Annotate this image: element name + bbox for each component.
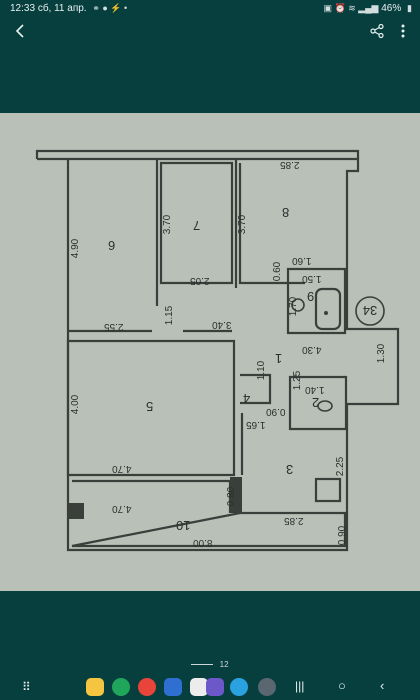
back-button[interactable]	[6, 16, 36, 46]
app-icon-settings[interactable]	[258, 678, 276, 696]
app-icon-messages[interactable]	[164, 678, 182, 696]
room-1-label: 1	[275, 351, 283, 366]
dim-2-25: 2.25	[335, 456, 347, 477]
dim-3-40: 3.40	[212, 319, 232, 330]
dim-2-05: 2.05	[190, 275, 210, 286]
battery-icon: ▮	[407, 3, 412, 13]
more-vertical-icon	[401, 24, 405, 38]
room-7-label: 7	[193, 218, 201, 233]
status-date: сб, 11 апр.	[37, 3, 87, 14]
app-icon-contacts[interactable]	[138, 678, 156, 696]
dim-1-60: 1.60	[292, 255, 312, 266]
system-icons: ▣ ⏰ ≋ ▂▄▆	[323, 3, 379, 13]
dim-1-40: 1.40	[305, 384, 325, 395]
unit-number: 34	[363, 303, 377, 318]
app-drawer-icon[interactable]: ⠿	[22, 680, 31, 694]
dim-1-50: 1.50	[302, 273, 322, 284]
dim-1-25: 1.25	[292, 370, 304, 391]
dim-0-90-right: 0.90	[337, 525, 349, 546]
app-icon-calendar[interactable]	[190, 678, 208, 696]
room-8-label: 8	[282, 205, 290, 220]
battery-level: 46%	[381, 3, 402, 14]
system-navigation-bar: ⠿ ||| ○ ‹	[0, 674, 420, 700]
pager-progress	[191, 664, 214, 666]
room-2-label: 2	[312, 395, 320, 410]
dim-1-30: 1.30	[376, 343, 388, 364]
room-4-label: 4	[243, 391, 251, 406]
status-time: 12:33	[10, 3, 36, 14]
dim-2-85-bottom: 2.85	[284, 515, 304, 526]
pager-total: 12	[219, 660, 229, 669]
share-button[interactable]	[362, 16, 392, 46]
dim-2-55: 2.55	[104, 321, 124, 332]
dim-4-70-b: 4.70	[112, 503, 132, 514]
app-icon-phone[interactable]	[112, 678, 130, 696]
dim-1-65: 1.65	[246, 419, 266, 430]
room-9-label: 9	[307, 289, 315, 304]
status-left: 12:33 сб, 11 апр. ⚭ ● ⚡ •	[10, 0, 127, 17]
dim-4-90: 4.90	[70, 238, 82, 259]
dim-3-70-left: 3.70	[162, 214, 174, 235]
recents-icon[interactable]: |||	[295, 679, 305, 693]
room-3-label: 3	[286, 462, 294, 477]
dim-3-70-right: 3.70	[237, 214, 249, 235]
image-pager: 1 12	[0, 660, 420, 669]
top-app-bar	[0, 16, 420, 50]
dim-4-70-a: 4.70	[112, 463, 132, 474]
dim-0-80: 0.80	[226, 486, 238, 507]
back-nav-icon[interactable]: ‹	[380, 678, 385, 693]
dim-8-00: 8.00	[193, 537, 213, 548]
app-icon-gallery[interactable]	[206, 678, 224, 696]
room-10-label: 10	[176, 518, 191, 533]
dim-2-85-top: 2.85	[280, 159, 300, 170]
home-icon[interactable]: ○	[338, 678, 346, 693]
dim-1-15: 1.15	[164, 305, 176, 326]
arrow-left-icon	[15, 24, 24, 38]
dim-1-70: 1.70	[288, 296, 300, 317]
dim-0-60: 0.60	[272, 261, 284, 282]
status-right: ▣ ⏰ ≋ ▂▄▆ 46% ▮	[320, 0, 412, 17]
share-icon	[370, 23, 384, 39]
dim-4-30: 4.30	[302, 344, 322, 355]
notification-icons: ⚭ ● ⚡ •	[92, 3, 128, 13]
room-5-label: 5	[146, 399, 154, 414]
floor-plan-image[interactable]: 34 1 2 3 4 5 6 7 8 9 10 2.85 3.70 3.70 4…	[0, 113, 420, 591]
floor-plan-drawing: 34	[35, 149, 400, 552]
dim-1-10: 1.10	[256, 360, 268, 381]
status-bar: 12:33 сб, 11 апр. ⚭ ● ⚡ • ▣ ⏰ ≋ ▂▄▆ 46% …	[0, 0, 420, 16]
dim-4-00: 4.00	[70, 394, 82, 415]
dim-0-90-mid: 0.90	[266, 406, 286, 417]
app-icon-telegram[interactable]	[230, 678, 248, 696]
room-6-label: 6	[108, 238, 116, 253]
more-options-button[interactable]	[388, 16, 418, 46]
app-icon-notes[interactable]	[86, 678, 104, 696]
